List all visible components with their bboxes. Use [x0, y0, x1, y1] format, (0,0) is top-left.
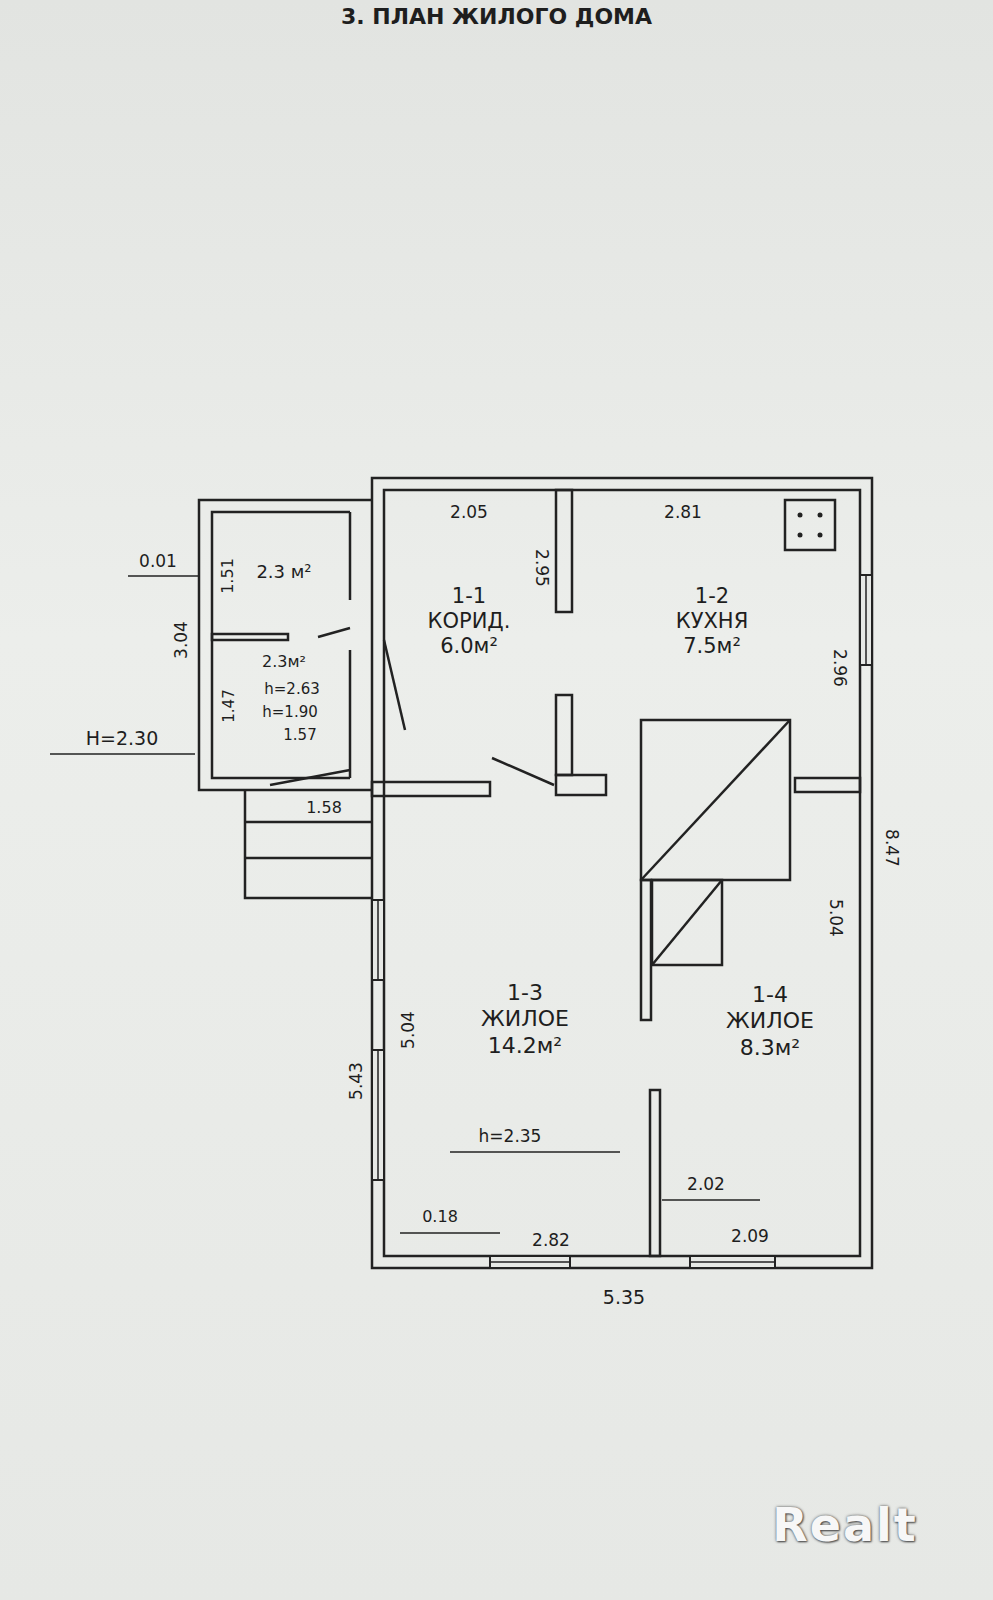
dimension-label: 1.58 [306, 799, 342, 817]
dimension-label: 3.04 [172, 621, 191, 659]
dimension-label: 5.35 [603, 1287, 645, 1308]
dimension-label: 2.82 [532, 1231, 570, 1250]
dimension-label: 2.81 [664, 503, 702, 522]
watermark: Realt [772, 1500, 917, 1551]
room-label: 2.3 м² [256, 561, 311, 583]
dimension-label: 0.01 [139, 552, 177, 571]
plan-title: 3. ПЛАН ЖИЛОГО ДОМА [0, 4, 993, 29]
dimension-label: 2.09 [731, 1227, 769, 1246]
room-text: 1-1 [428, 584, 511, 609]
dimension-label: 5.43 [347, 1062, 366, 1100]
dimension-label: H=2.30 [86, 728, 159, 749]
room-label: 2.3м² [262, 652, 306, 671]
room-text: 2.3м² [262, 652, 306, 671]
room-label: 1-3ЖИЛОЕ14.2м² [481, 980, 569, 1059]
room-label: 1-1КОРИД.6.0м² [428, 584, 511, 660]
dimension-label: 1.57 [283, 727, 316, 744]
dimension-label: 1.47 [221, 689, 238, 722]
room-text: КОРИД. [428, 609, 511, 634]
room-label: 1-4ЖИЛОЕ8.3м² [726, 982, 814, 1061]
room-text: 2.3 м² [256, 561, 311, 583]
dimension-label: 5.04 [399, 1011, 418, 1049]
room-label: 1-2КУХНЯ7.5м² [676, 584, 748, 660]
dimension-label: 2.05 [450, 503, 488, 522]
room-text: 6.0м² [428, 635, 511, 660]
room-text: 1-4 [726, 982, 814, 1008]
dimension-label: h=2.35 [479, 1127, 542, 1146]
dimension-label: 2.95 [533, 549, 552, 587]
room-text: 14.2м² [481, 1033, 569, 1059]
room-text: КУХНЯ [676, 609, 748, 634]
dimension-label: h=2.63 [264, 681, 319, 698]
dimension-label: 1.51 [219, 558, 237, 594]
room-text: 7.5м² [676, 635, 748, 660]
dimension-label: 2.02 [687, 1175, 725, 1194]
dimension-label: 5.04 [827, 899, 846, 937]
room-text: ЖИЛОЕ [726, 1009, 814, 1035]
dimension-label: 8.47 [883, 829, 902, 867]
room-text: 1-2 [676, 584, 748, 609]
dimension-label: 0.18 [422, 1208, 458, 1226]
room-text: ЖИЛОЕ [481, 1007, 569, 1033]
dimension-label: h=1.90 [262, 704, 317, 721]
dimension-label: 2.96 [831, 649, 850, 687]
room-text: 8.3м² [726, 1035, 814, 1061]
room-text: 1-3 [481, 980, 569, 1006]
